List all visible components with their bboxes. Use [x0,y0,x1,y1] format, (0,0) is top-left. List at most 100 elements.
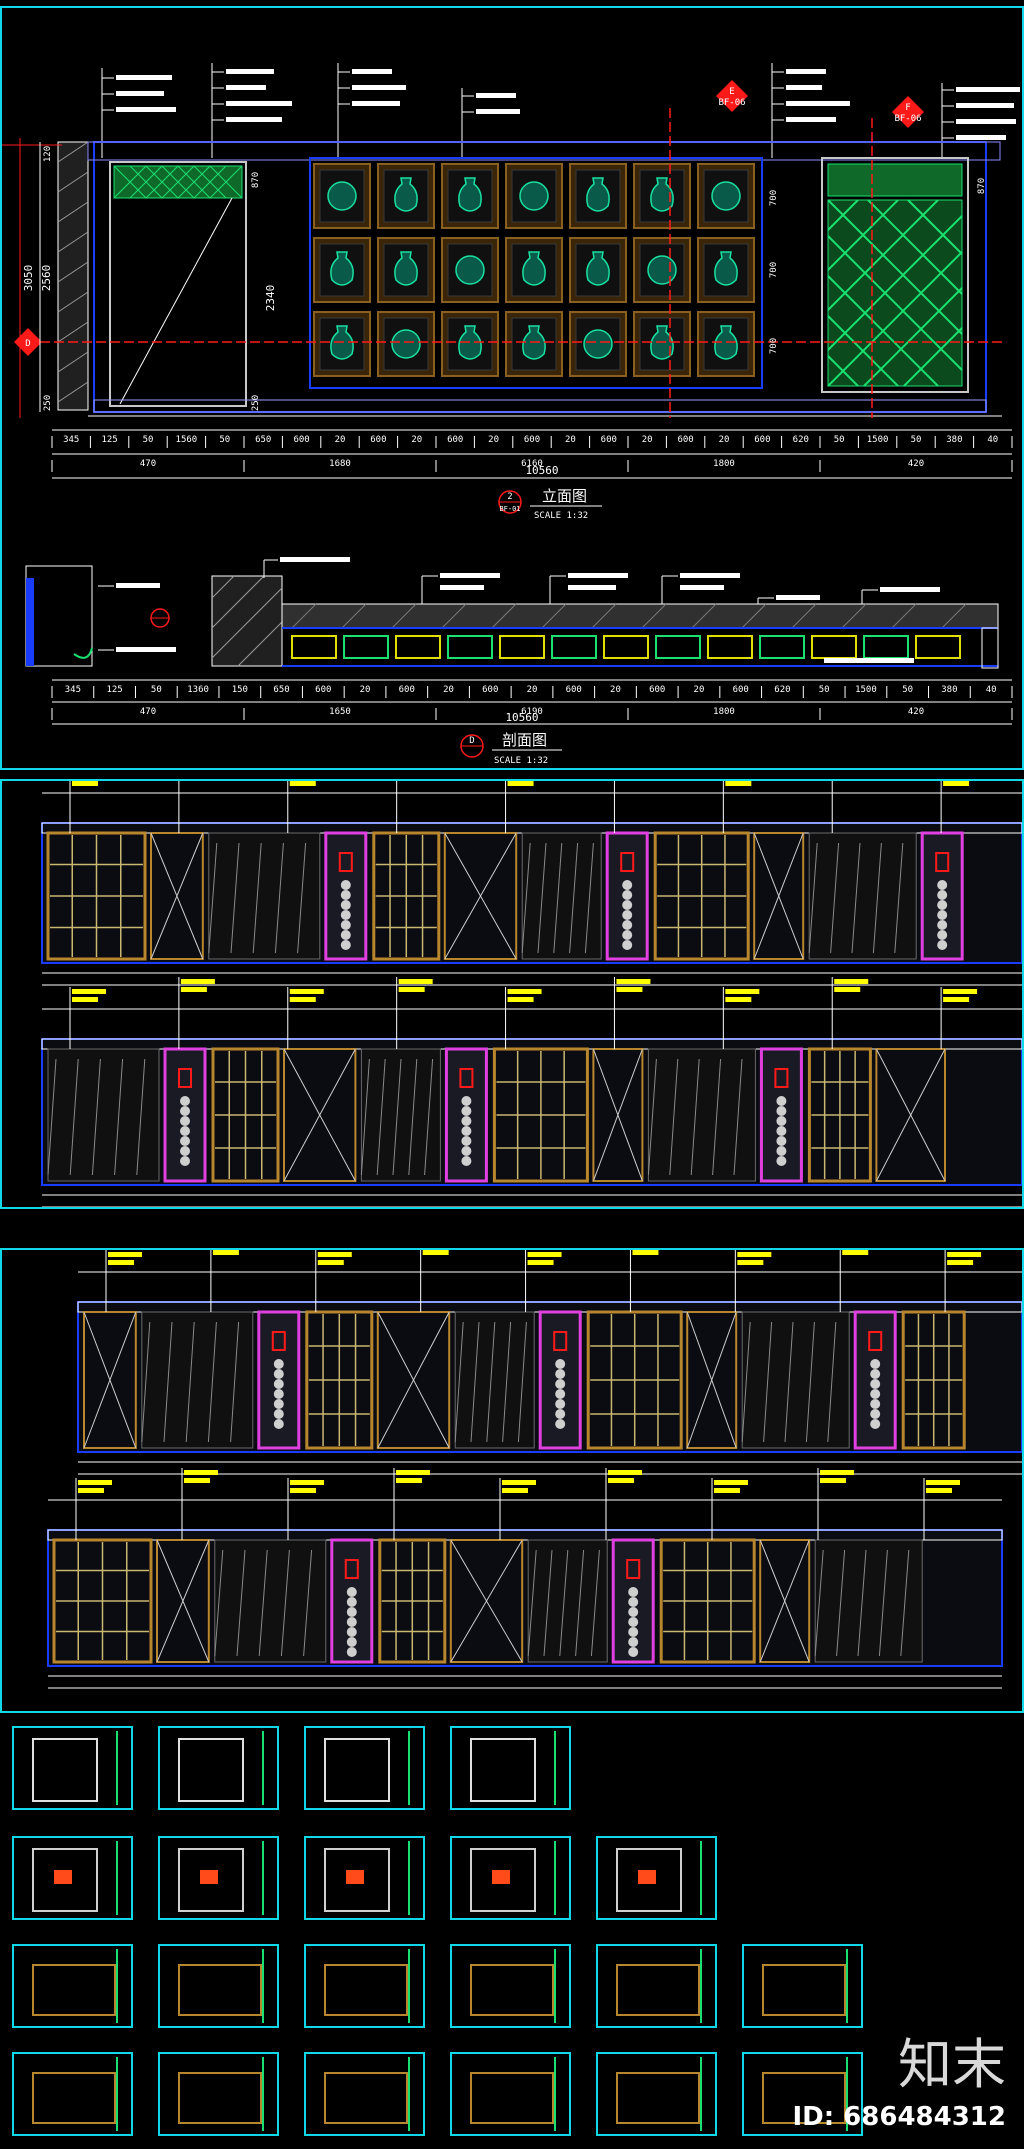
plan-sketch [470,1848,536,1912]
svg-text:E: E [729,87,734,97]
wall-section [57,141,89,411]
svg-text:600: 600 [370,435,386,445]
plan-highlight [54,1870,72,1884]
plan-highlight [346,1870,364,1884]
svg-text:6190: 6190 [521,707,543,717]
svg-text:700: 700 [769,338,779,354]
svg-text:BF-06: BF-06 [894,114,921,124]
title-strip [846,2057,858,2131]
sheet-thumbnail [158,1944,279,2028]
plan-sketch [324,2072,408,2124]
leader-lines [101,63,954,158]
watermark-id: ID: 686484312 [792,2102,1006,2132]
wall-hatch [57,141,89,403]
svg-text:600: 600 [315,685,331,695]
plan-sketch [470,1738,536,1802]
elevation-title: 立面图 [542,487,587,505]
sheet-thumbnail [450,1726,571,1810]
section-cut-lines [26,108,1002,418]
vase-grid [313,163,755,377]
plan-sketch [178,1848,244,1912]
svg-text:1360: 1360 [187,685,209,695]
section-title: 剖面图 [502,731,547,749]
section-drawing [25,565,999,669]
title-strip [554,1949,566,2023]
svg-text:470: 470 [140,707,156,717]
svg-text:2560: 2560 [40,265,53,292]
svg-text:1560: 1560 [176,435,198,445]
elevation-title-block: 2 BF-01 立面图 SCALE 1:32 [498,487,602,521]
elevation-drawing: E BF-06 F BF-06 D 3050 2560 250 120 2340… [2,63,1020,766]
title-strip [116,1841,128,1915]
wall-elevations-a [41,781,1022,1207]
title-strip [116,2057,128,2131]
svg-text:50: 50 [151,685,162,695]
title-strip [116,1949,128,2023]
title-strip [262,1949,274,2023]
svg-text:20: 20 [719,435,730,445]
svg-text:2340: 2340 [264,285,277,312]
svg-text:50: 50 [219,435,230,445]
svg-text:20: 20 [360,685,371,695]
section-total-dim: 10560 [505,711,538,724]
svg-text:20: 20 [610,685,621,695]
plan-sketch [178,1738,244,1802]
svg-text:620: 620 [793,435,809,445]
svg-text:20: 20 [694,685,705,695]
title-strip [554,1841,566,1915]
svg-text:600: 600 [293,435,309,445]
title-strip [700,1841,712,1915]
plan-sketch [32,1738,98,1802]
svg-text:345: 345 [63,435,79,445]
svg-text:20: 20 [527,685,538,695]
svg-text:250: 250 [43,395,53,411]
plan-sketch [324,1738,390,1802]
svg-text:700: 700 [769,190,779,206]
plan-sketch [616,1964,700,2016]
svg-text:20: 20 [411,435,422,445]
svg-text:2: 2 [507,492,512,502]
wall-elevation-panel-a [0,779,1024,1209]
svg-text:1680: 1680 [329,459,351,469]
elevation-panel: E BF-06 F BF-06 D 3050 2560 250 120 2340… [0,6,1024,770]
plan-sketch [616,2072,700,2124]
svg-text:20: 20 [488,435,499,445]
sheet-thumbnail [596,1944,717,2028]
plan-sketch [470,1964,554,2016]
svg-text:20: 20 [642,435,653,445]
title-strip [700,1949,712,2023]
svg-text:470: 470 [140,459,156,469]
svg-text:20: 20 [335,435,346,445]
sheet-thumbnail [304,1726,425,1810]
svg-text:600: 600 [733,685,749,695]
svg-text:870: 870 [977,178,987,194]
sheet-thumbnail [304,1944,425,2028]
svg-text:650: 650 [273,685,289,695]
plan-sketch [178,2072,262,2124]
title-strip [408,2057,420,2131]
title-strip [554,2057,566,2131]
watermark-brand: 知末 [898,2033,1006,2096]
sheet-thumbnail [12,2052,133,2136]
svg-text:BF-01: BF-01 [499,505,520,513]
svg-text:1800: 1800 [713,459,735,469]
annotation-text-blocks [116,69,1020,140]
svg-text:BF-06: BF-06 [718,98,745,108]
left-door-frame [109,161,247,407]
section-scale: SCALE 1:32 [494,756,548,766]
title-strip [262,1731,274,1805]
svg-text:D: D [25,339,30,349]
sheet-thumbnail [158,1836,279,1920]
plan-sketch [32,2072,116,2124]
svg-text:1650: 1650 [329,707,351,717]
sheet-thumbnail [304,2052,425,2136]
elevation-scale: SCALE 1:32 [534,511,588,521]
sheet-thumbnail [450,1944,571,2028]
title-strip [408,1949,420,2023]
svg-text:50: 50 [902,685,913,695]
svg-text:120: 120 [43,146,53,162]
